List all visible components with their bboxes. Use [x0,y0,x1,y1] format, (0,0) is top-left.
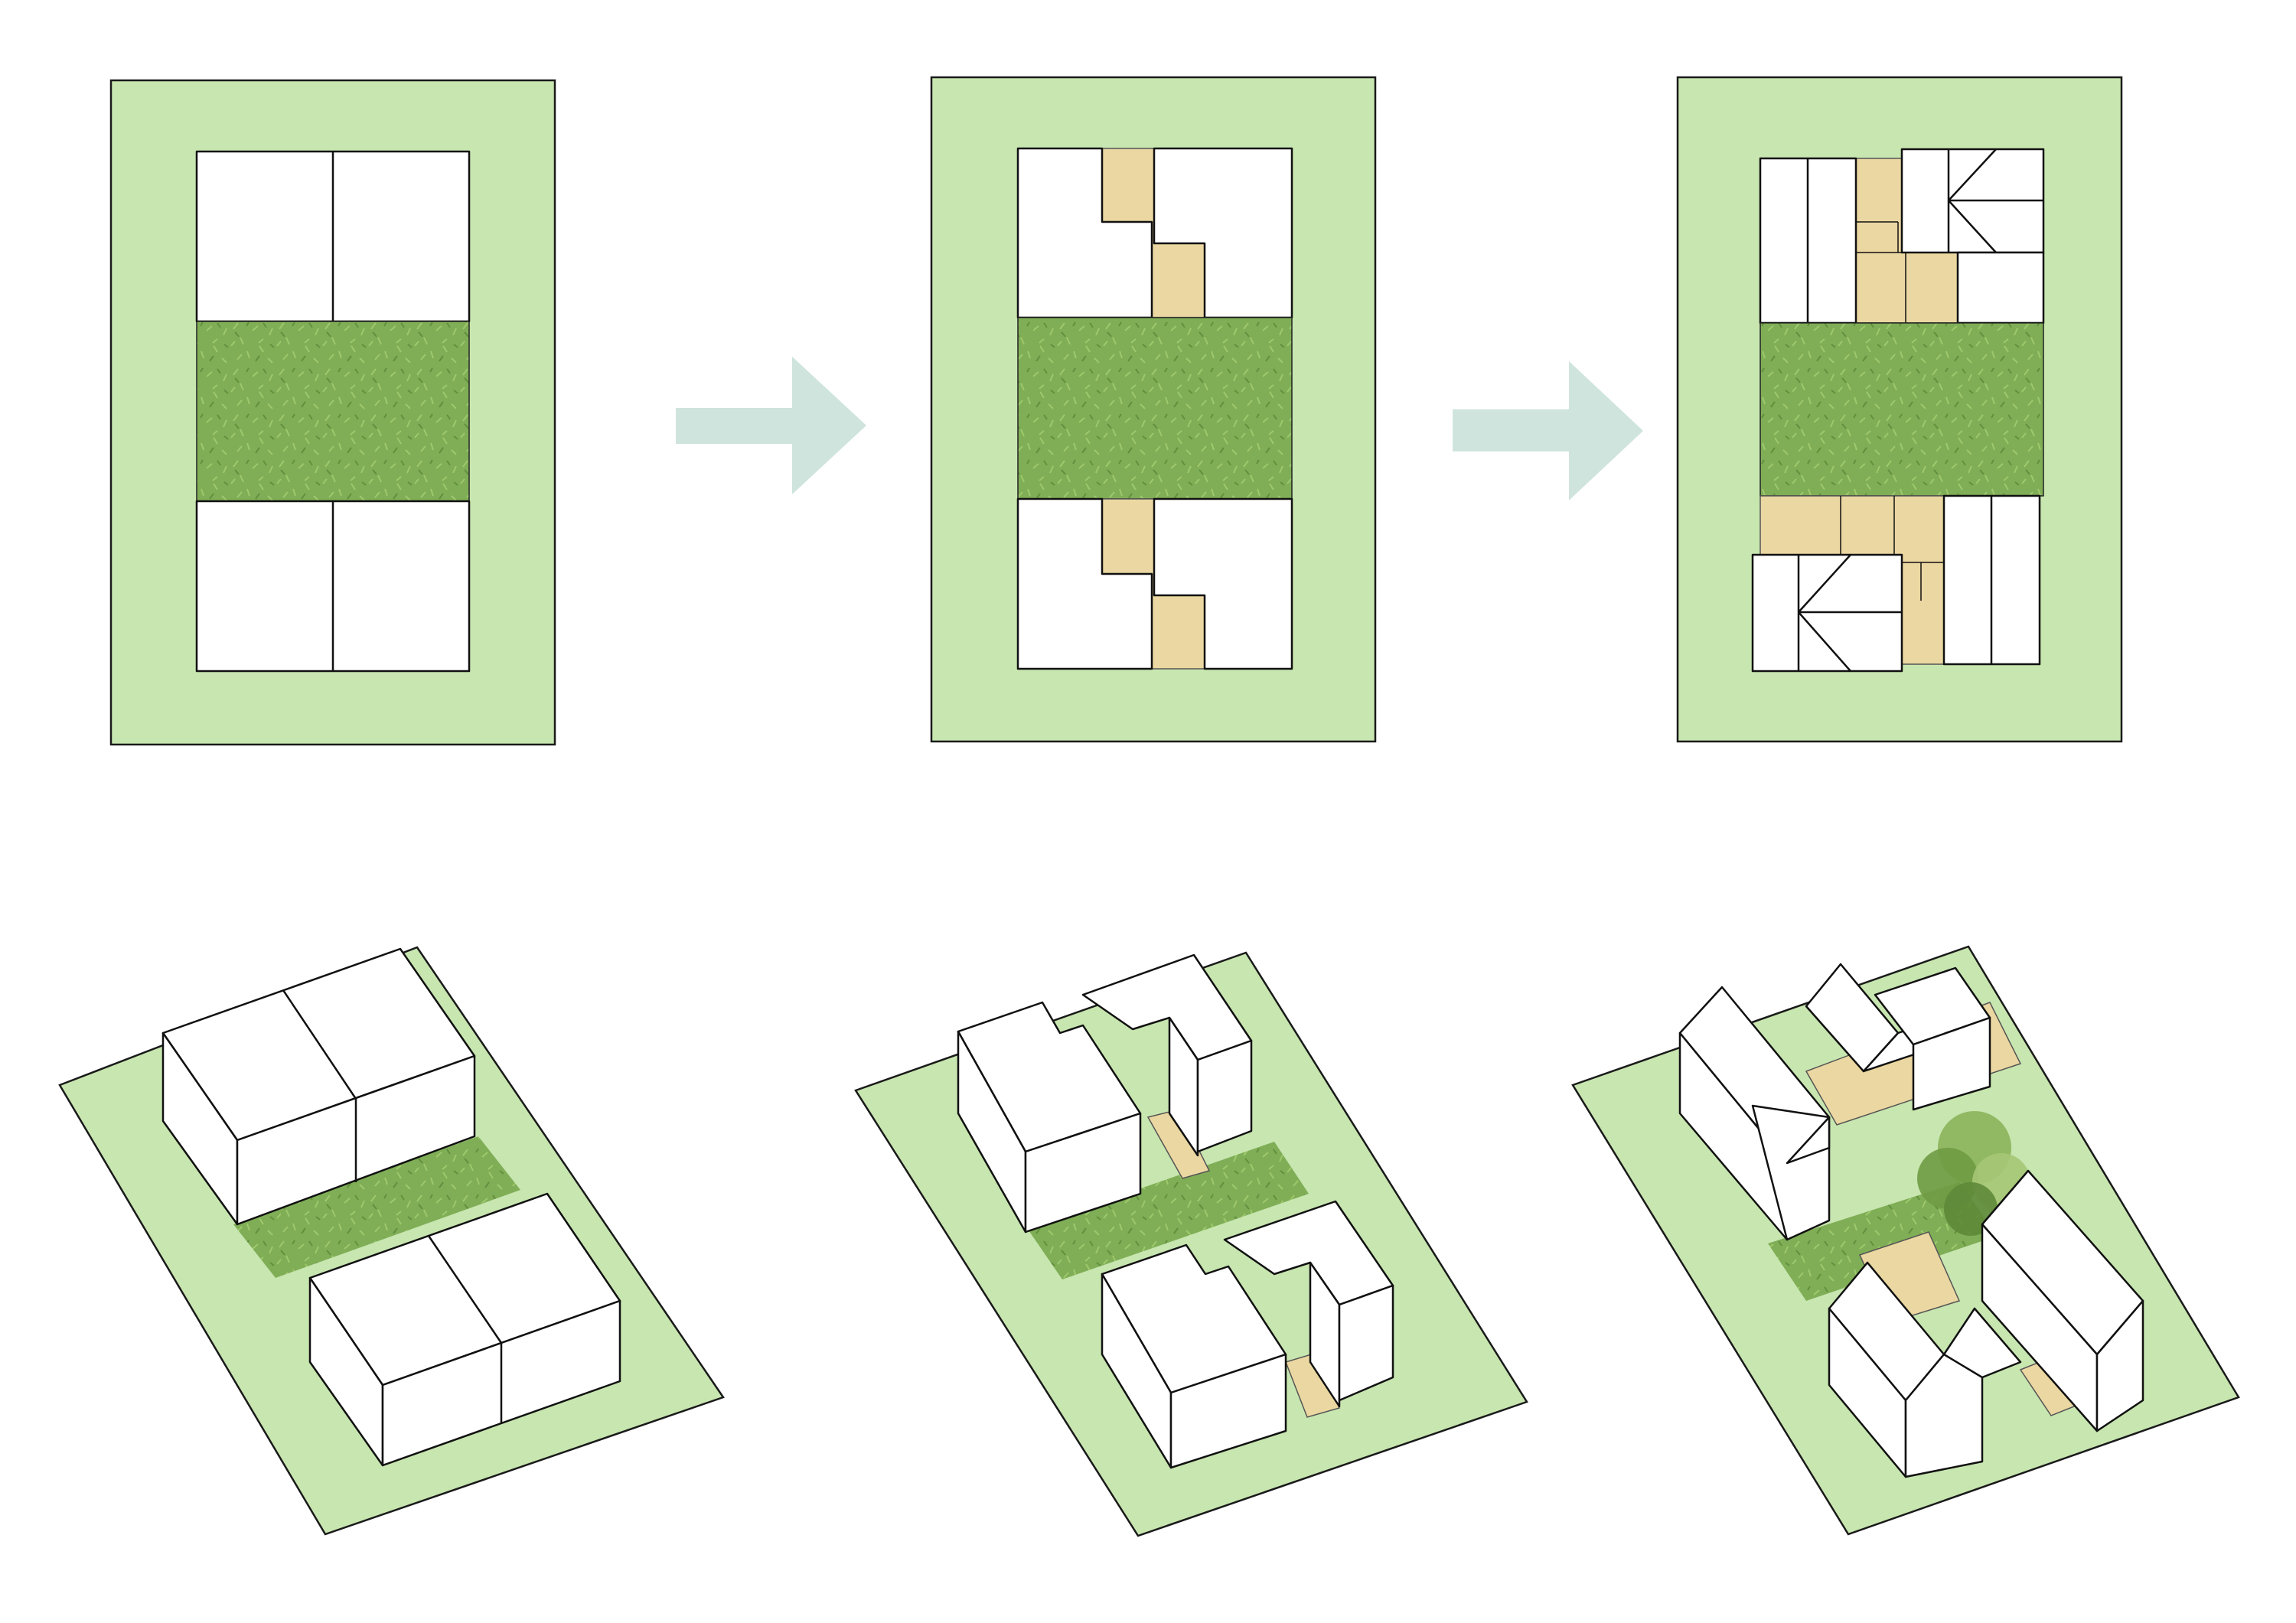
courtyard [1760,322,2044,497]
courtyard [233,1136,520,1278]
house-roof [1956,251,2045,324]
courtyard [1027,1142,1309,1279]
plan-step-2 [930,76,1377,743]
courtyard [1017,317,1293,500]
arrow-right-icon [676,357,866,494]
building-block [1016,497,1153,670]
courtyard [196,321,470,502]
tree-icon [1917,1111,2030,1236]
axonometric-step-2 [854,951,1528,1537]
axonometric-step-1 [58,946,725,1536]
building-block [1153,497,1293,670]
yard [1146,1109,1211,1179]
yard [1285,1352,1341,1418]
courtyard [1768,1182,1998,1301]
plan-step-1 [109,79,556,746]
arrow-right-icon [1453,361,1643,500]
axonometric-step-3 [1571,945,2240,1536]
plan-step-3 [1676,76,2123,743]
